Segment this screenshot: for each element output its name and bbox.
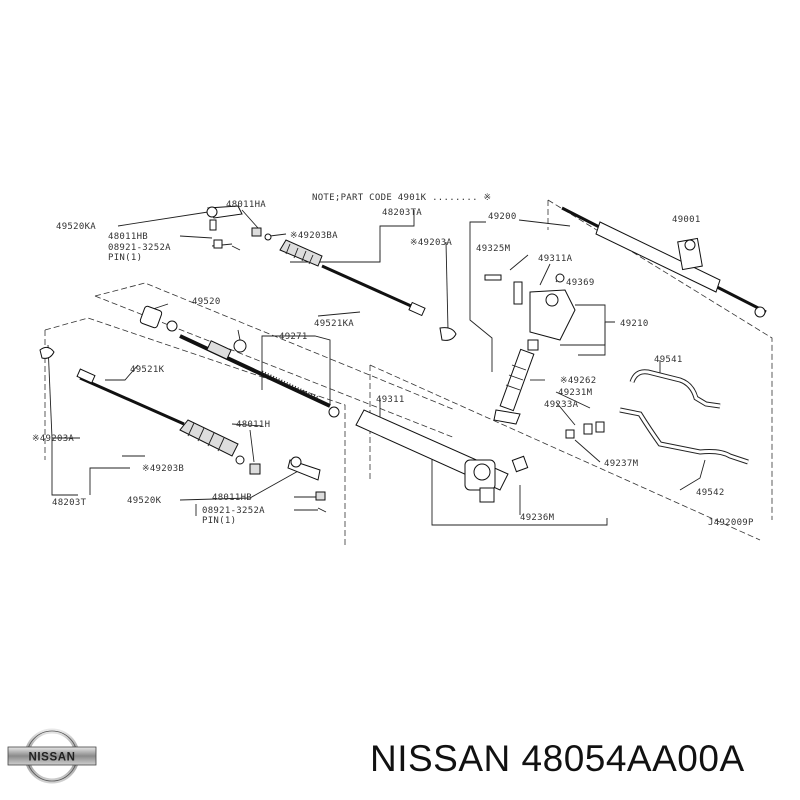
label-48011hb-bottom: 48011HB: [212, 493, 252, 503]
label-49236m: 49236M: [520, 513, 555, 523]
label-49541: 49541: [654, 355, 683, 365]
steering-rack-assembly: [561, 206, 767, 318]
label-48203ta: 48203TA: [382, 208, 422, 218]
label-48011h: 48011H: [236, 420, 270, 430]
label-49520ka: 49520KA: [56, 222, 96, 232]
label-48011ha: 48011HA: [226, 200, 266, 210]
lower-tie-rod-end: [287, 456, 327, 513]
label-08921-bottom: 08921-3252A: [202, 506, 265, 516]
label-49203a-top: ※49203A: [410, 238, 452, 248]
upper-tie-rod-end: [206, 205, 272, 251]
label-49325m: 49325M: [476, 244, 511, 254]
label-pin-top: PIN(1): [108, 253, 142, 263]
hydraulic-lines: [619, 369, 749, 465]
label-49521ka: 49521KA: [314, 319, 354, 329]
label-49233a: 49233A: [544, 400, 579, 410]
label-49203b: ※49203B: [142, 464, 184, 474]
upper-rack-boot: [279, 239, 323, 267]
label-48203t: 48203T: [52, 498, 87, 508]
lower-rack-boot: [179, 419, 261, 475]
label-49203ba: ※49203BA: [290, 231, 338, 241]
rack-shaft: [179, 334, 340, 418]
upper-inner-tie-rod: [321, 264, 457, 341]
label-49542: 49542: [696, 488, 725, 498]
label-49200: 49200: [488, 212, 517, 222]
note-label: NOTE;PART CODE 4901K ........ ※: [312, 193, 491, 203]
label-49231m: 49231M: [558, 388, 593, 398]
label-49520k: 49520K: [127, 496, 162, 506]
label-49001: 49001: [672, 215, 701, 225]
product-title: NISSAN 48054AA00A: [370, 738, 745, 780]
logo-text: NISSAN: [28, 752, 75, 764]
label-49521k: 49521K: [130, 365, 165, 375]
lower-inner-tie-rod: [39, 346, 185, 426]
label-49369: 49369: [566, 278, 595, 288]
part-labels: NOTE;PART CODE 4901K ........ ※ 48011HA …: [32, 193, 754, 528]
label-49311: 49311: [376, 395, 405, 405]
label-49210: 49210: [620, 319, 649, 329]
label-49311a: 49311A: [538, 254, 573, 264]
label-49203a-left: ※49203A: [32, 434, 74, 444]
label-49262: ※49262: [560, 376, 596, 386]
nissan-logo: NISSAN: [7, 728, 97, 784]
label-49271: 49271: [279, 332, 308, 342]
rack-bushing: [139, 305, 178, 332]
label-pin-bottom: PIN(1): [202, 516, 236, 526]
label-08921-top: 08921-3252A: [108, 243, 171, 253]
reference-code: J492009P: [708, 518, 754, 528]
brand-name: NISSAN: [370, 738, 511, 779]
label-49520: 49520: [192, 297, 221, 307]
valve-housing: [484, 273, 605, 439]
label-48011hb-top: 48011HB: [108, 232, 148, 242]
label-49237m: 49237M: [604, 459, 639, 469]
gear-housing: [355, 409, 529, 503]
pinion-assembly: [493, 348, 535, 425]
leader-lines: [47, 209, 706, 526]
part-number: 48054AA00A: [521, 738, 745, 779]
